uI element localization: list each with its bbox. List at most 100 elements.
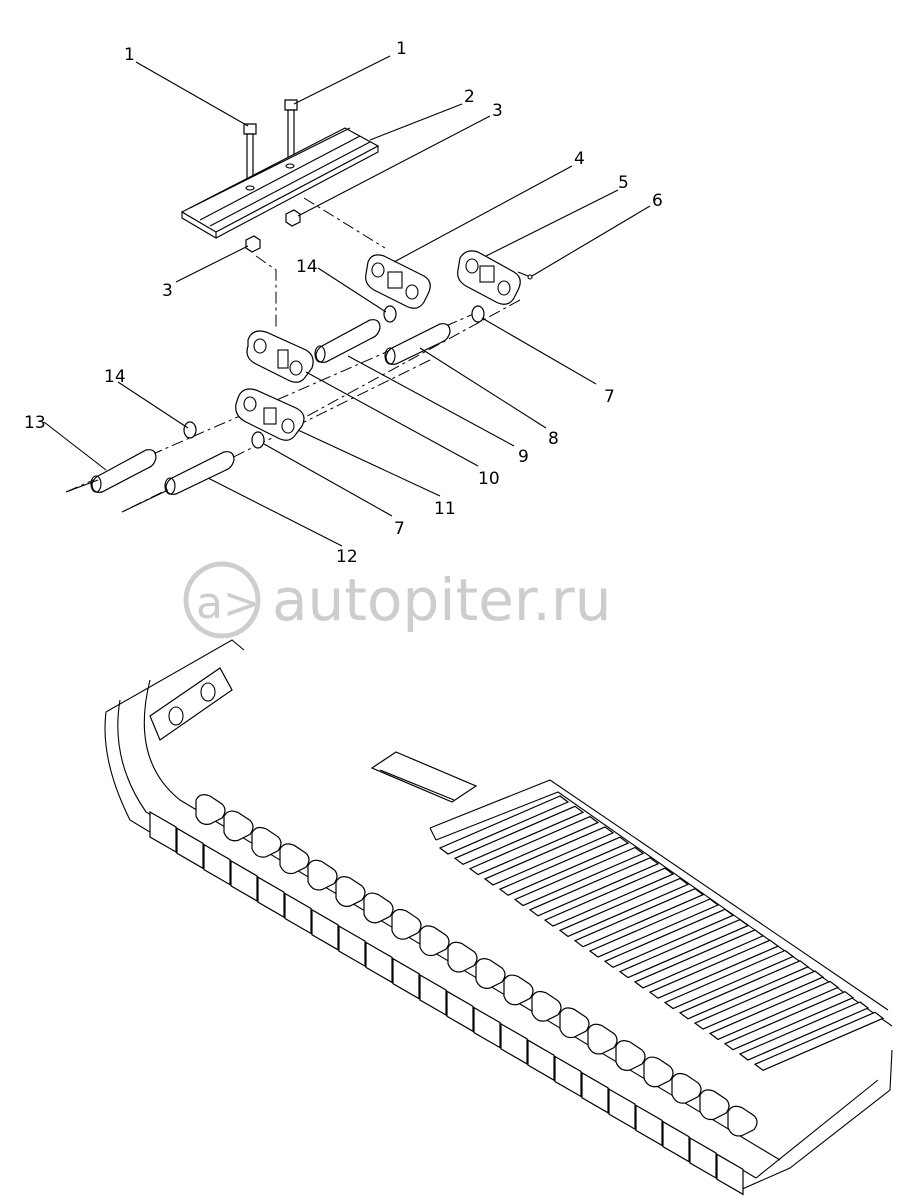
grouser-plate <box>149 810 177 854</box>
grouser-plate <box>257 876 285 919</box>
chain-link <box>671 1072 702 1104</box>
grouser-plate <box>603 908 735 968</box>
grouser-plate <box>753 1011 885 1071</box>
watermark: a> autopiter.ru <box>183 561 611 639</box>
callout-7-lower: 7 <box>394 519 405 539</box>
grouser-plate <box>203 843 231 886</box>
assembled-track <box>104 639 893 1196</box>
chain-link <box>335 876 366 907</box>
grouser-plate <box>468 815 600 876</box>
grouser-plate <box>500 1022 528 1065</box>
bolt-left <box>243 123 257 183</box>
bolt-right <box>284 99 298 161</box>
callout-6: 6 <box>652 191 663 211</box>
nut-upper <box>285 209 301 227</box>
callout-3-lower: 3 <box>162 281 173 301</box>
grouser-plate <box>230 859 258 902</box>
chain-link <box>363 892 394 924</box>
grouser-plate <box>738 1001 870 1061</box>
grouser-plate <box>498 836 630 896</box>
watermark-text: autopiter.ru <box>272 566 611 634</box>
chain-link <box>307 859 338 891</box>
grouser-plate <box>284 892 312 935</box>
track-link-4 <box>365 254 431 309</box>
centerline <box>255 255 277 330</box>
pin-6 <box>517 271 533 280</box>
grouser-plate <box>678 960 810 1020</box>
chain-link <box>391 908 422 940</box>
callout-13: 13 <box>24 413 46 433</box>
grouser-plate <box>365 941 393 984</box>
pin-8 <box>384 323 451 365</box>
callout-5: 5 <box>618 173 629 193</box>
chain-link <box>447 941 478 973</box>
grouser-plate <box>446 990 474 1033</box>
grouser-plate <box>338 925 366 968</box>
callout-11: 11 <box>434 499 456 519</box>
seal-14-lower <box>183 421 197 439</box>
pin-13 <box>90 449 157 493</box>
callout-8: 8 <box>548 429 559 449</box>
track-shoe <box>180 127 380 239</box>
master-link-10 <box>246 330 314 383</box>
bushing-9 <box>314 319 381 363</box>
grouser-plate <box>558 877 690 938</box>
callout-3-upper: 3 <box>492 101 503 121</box>
chain-link <box>727 1105 758 1137</box>
track-link-5 <box>457 250 521 305</box>
chain-link <box>475 958 506 989</box>
grouser-plate <box>419 973 447 1017</box>
grouser-plate <box>635 1104 663 1147</box>
centerline <box>303 197 386 249</box>
callout-9: 9 <box>518 447 529 467</box>
callout-2: 2 <box>464 87 475 107</box>
chain-link <box>615 1040 646 1071</box>
grouser-plate <box>608 1088 636 1131</box>
grouser-plate <box>633 929 765 989</box>
chain-link <box>643 1056 674 1088</box>
grouser-plate <box>708 980 840 1041</box>
svg-text:a>: a> <box>196 578 260 629</box>
grouser-plate <box>581 1071 609 1114</box>
grouser-plate <box>453 805 585 865</box>
grouser-plate <box>618 918 750 979</box>
chain-link <box>531 990 562 1022</box>
grouser-plate <box>573 888 705 948</box>
chain-link <box>587 1023 618 1055</box>
grouser-plate <box>588 898 720 958</box>
grouser-plate <box>689 1136 717 1180</box>
chain-link <box>503 974 534 1006</box>
master-link-11 <box>235 388 305 441</box>
grouser-plate <box>311 908 339 951</box>
grouser-plate <box>662 1120 690 1163</box>
grouser-plate <box>392 957 420 1000</box>
callout-14-lower: 14 <box>104 367 126 387</box>
chain-link <box>279 843 310 875</box>
grouser-plate <box>723 991 855 1051</box>
leader-lines <box>43 55 651 547</box>
callout-14-upper: 14 <box>296 257 318 277</box>
seal-7-lower <box>251 431 265 449</box>
lower-chain-links <box>195 794 758 1137</box>
seal-14-upper <box>383 305 397 323</box>
chain-link <box>559 1007 590 1039</box>
bushing-12 <box>164 451 235 495</box>
lower-grouser-plates <box>149 810 744 1196</box>
grouser-plate <box>693 970 825 1030</box>
watermark-logo-icon: a> <box>183 561 261 639</box>
callout-7-upper: 7 <box>604 387 615 407</box>
callout-12: 12 <box>336 547 358 567</box>
grouser-plate <box>176 827 204 870</box>
callout-10: 10 <box>478 469 500 489</box>
grouser-plate <box>648 939 780 999</box>
upper-grouser-plates <box>438 795 885 1071</box>
chain-link <box>699 1089 730 1121</box>
grouser-plate <box>513 846 645 907</box>
grouser-plate <box>473 1006 501 1049</box>
grouser-plate <box>483 826 615 886</box>
grouser-plate <box>663 949 795 1010</box>
centerline <box>299 299 521 421</box>
grouser-plate <box>527 1039 555 1082</box>
chain-link <box>419 925 450 957</box>
